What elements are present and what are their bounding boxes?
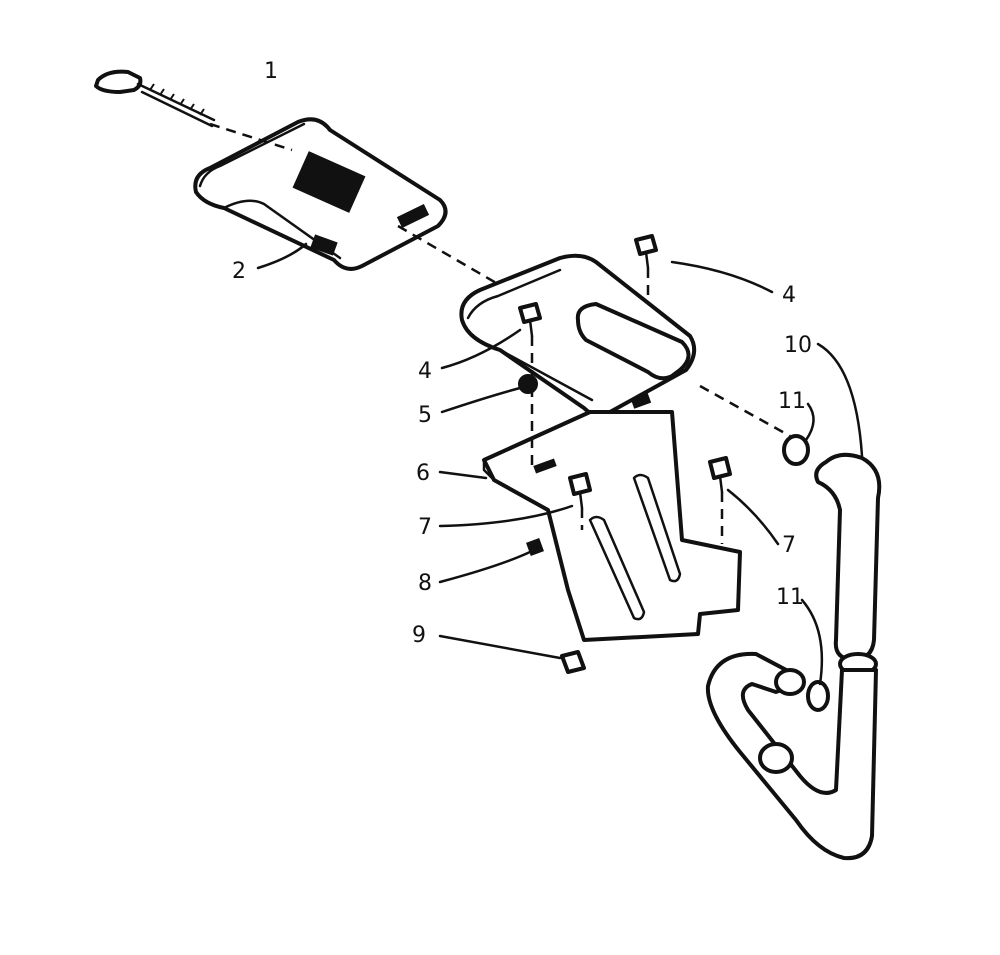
- part-6-bracket: [482, 410, 742, 642]
- callout-4-top: 4: [782, 283, 796, 308]
- callout-1: 1: [264, 59, 278, 84]
- callout-5: 5: [418, 403, 432, 428]
- part-10-drain-hose: [705, 452, 882, 861]
- part-4-screw-housing: [518, 302, 542, 338]
- callout-11-top: 11: [778, 389, 806, 414]
- callout-8: 8: [418, 571, 432, 596]
- callout-7-left: 7: [418, 515, 432, 540]
- part-4-screw-top: [634, 234, 658, 270]
- callout-4-housing: 4: [418, 359, 432, 384]
- leader-lines: [256, 242, 864, 686]
- callout-7-right: 7: [782, 533, 796, 558]
- part-7-screw-left: [568, 472, 592, 510]
- callout-10: 10: [784, 333, 812, 358]
- callout-9: 9: [412, 623, 426, 648]
- callout-11-bottom: 11: [776, 585, 804, 610]
- part-7-screw-right: [708, 456, 732, 494]
- callout-labels: 1 2 4 4 5 6 7 7 8 9 10 11 11: [232, 59, 812, 648]
- part-1-handle: [94, 69, 216, 128]
- part-3-housing: [459, 253, 697, 418]
- part-11-clamp-top: [782, 434, 810, 466]
- part-9-nut: [560, 650, 586, 674]
- callout-6: 6: [416, 461, 430, 486]
- assembly-lines: [209, 122, 791, 544]
- callout-2: 2: [232, 259, 246, 284]
- part-2-filter-cartridge: [193, 117, 448, 271]
